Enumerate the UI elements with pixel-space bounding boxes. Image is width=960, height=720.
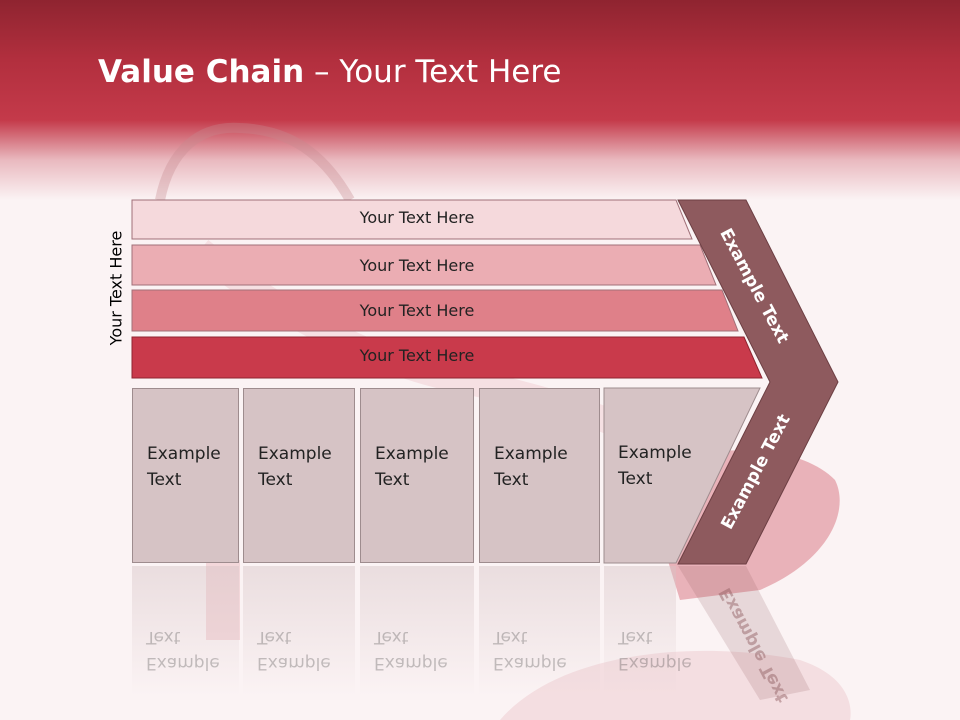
bar-1-label: Your Text Here [359,208,475,227]
bar-4-label: Your Text Here [359,346,475,365]
bar-3-label: Your Text Here [359,301,475,320]
title-bold: Value Chain [98,54,305,90]
bar-2 [131,244,717,286]
last-box-shape [603,387,761,564]
bar-1 [131,199,693,240]
title-rest: – Your Text Here [304,54,562,90]
chevron-reflection [678,566,810,700]
bar-2-label: Your Text Here [359,256,475,275]
slide-title: Value Chain – Your Text Here [98,54,561,90]
header-band [0,0,960,200]
chevron-arrow [677,199,839,565]
bar-3 [131,289,739,332]
bar-4 [131,336,763,379]
